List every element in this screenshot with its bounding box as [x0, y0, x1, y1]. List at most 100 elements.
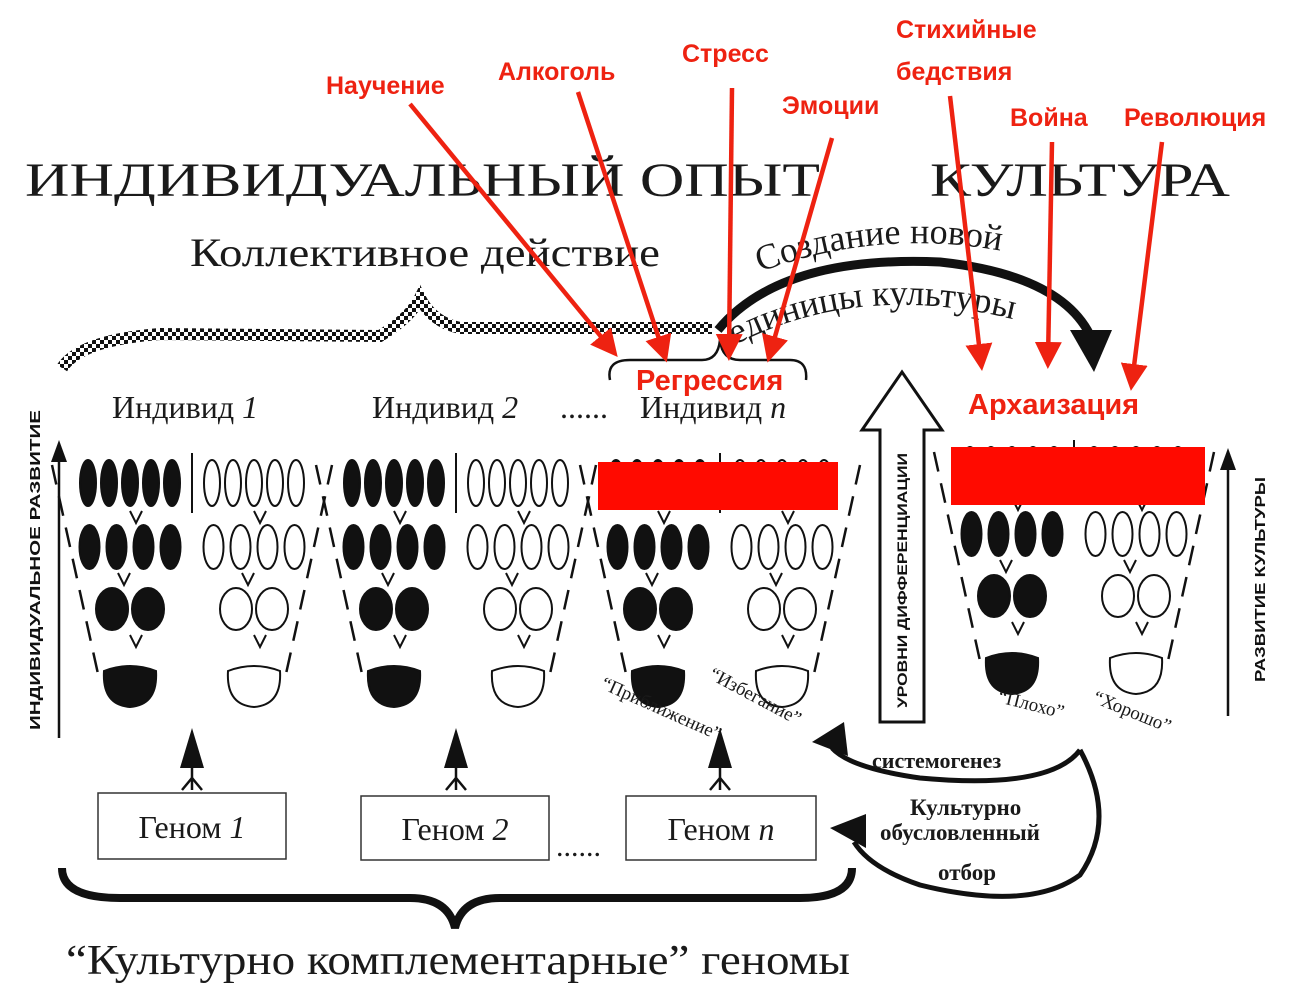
arrow-revolution [1120, 141, 1165, 391]
avoidance-node [219, 587, 253, 631]
approach-node [1013, 574, 1047, 618]
avoidance-node [1137, 574, 1171, 618]
complementary-genomes-label: “Культурно комплементарные” геномы [66, 938, 850, 984]
approach-node [977, 574, 1011, 618]
connector-mark [517, 634, 531, 650]
avoidance-node [1138, 511, 1161, 557]
arrow-war [1034, 141, 1062, 369]
approach-base-node [366, 665, 422, 709]
avoidance-node [519, 587, 553, 631]
approach-node [132, 524, 155, 570]
genomes-brace [58, 867, 856, 930]
connector-mark [505, 572, 519, 588]
genome-connectors [180, 728, 732, 791]
connector-mark [253, 634, 267, 650]
pyramid-edge [1164, 451, 1216, 671]
approach-node [960, 511, 983, 557]
approach-base-node [984, 652, 1040, 696]
selection-label-line2: обусловленный [880, 820, 1040, 845]
arrow-alcohol [575, 91, 672, 363]
state-archaization: Архаизация [968, 389, 1139, 421]
genome-link-arrow [180, 728, 204, 768]
factor-emotions: Эмоции [782, 92, 879, 120]
avoidance-node [245, 459, 263, 507]
differentiation-levels-arrow: УРОВНИ ДИФФЕРЕНЦИАЦИИ [859, 369, 945, 724]
avoidance-node [287, 459, 305, 507]
avoidance-node [784, 524, 807, 570]
selection-label-line1: Культурно [910, 795, 1021, 820]
connector-mark [241, 572, 255, 588]
connector-mark [1135, 621, 1149, 637]
approach-node [687, 524, 710, 570]
factor-disasters-line2: бедствия [896, 58, 1012, 86]
avoidance-node [509, 459, 527, 507]
differentiation-levels-label: УРОВНИ ДИФФЕРЕНЦИАЦИИ [894, 453, 910, 708]
genome-2-box: Геном 2 [360, 795, 550, 861]
avoidance-node [202, 524, 225, 570]
culture-development-axis: РАЗВИТИЕ КУЛЬТУРЫ [1220, 448, 1269, 716]
avoidance-node [1101, 574, 1135, 618]
connector-mark [999, 559, 1013, 575]
individual-1-label: Индивид 1 [112, 389, 258, 425]
individual-dots: ...... [560, 389, 608, 425]
selection-arrow-head [830, 814, 866, 848]
approach-node [131, 587, 165, 631]
pyramid-edge [932, 451, 984, 671]
avoidance-node [730, 524, 753, 570]
connector-mark [393, 634, 407, 650]
approach-node [159, 524, 182, 570]
approach-node [342, 524, 365, 570]
systemogenesis-label: системогенез [872, 748, 1001, 773]
new-culture-arrow-head [1070, 330, 1112, 372]
header-individual-experience: ИНДИВИДУАЛЬНЫЙ ОПЫТ [25, 154, 820, 207]
factor-revolution: Революция [1124, 104, 1266, 132]
genome-link-fork [709, 776, 731, 791]
avoidance-node [551, 459, 569, 507]
factor-arrows [408, 87, 1165, 391]
svg-text:Геном n: Геном n [667, 811, 774, 847]
connector-mark [769, 572, 783, 588]
approach-node [343, 459, 361, 507]
individual-2-structure [314, 453, 598, 709]
avoidance-node [467, 459, 485, 507]
individual-development-label: ИНДИВИДУАЛЬНОЕ РАЗВИТИЕ [27, 410, 44, 730]
header-culture: КУЛЬТУРА [930, 154, 1230, 207]
approach-node [100, 459, 118, 507]
individual-1-structure [50, 453, 334, 709]
avoidance-node [224, 459, 242, 507]
avoidance-node [493, 524, 516, 570]
connector-mark [129, 510, 143, 526]
avoidance-base-node [490, 665, 546, 709]
connector-mark [657, 510, 671, 526]
connector-mark [117, 572, 131, 588]
approach-node [1014, 511, 1037, 557]
approach-base-node [102, 665, 158, 709]
avoidance-node [256, 524, 279, 570]
pyramid-edge [810, 464, 862, 684]
connector-mark [381, 572, 395, 588]
connector-mark [517, 510, 531, 526]
avoidance-node [229, 524, 252, 570]
genome-dots: ...... [556, 830, 601, 863]
avoidance-base-node [1108, 652, 1164, 696]
approach-node [78, 524, 101, 570]
approach-node [406, 459, 424, 507]
systemogenesis-arrow-head [812, 722, 848, 756]
factor-learning: Научение [326, 72, 445, 100]
connector-mark [1011, 621, 1025, 637]
approach-node [659, 587, 693, 631]
avoidance-node [488, 459, 506, 507]
avoidance-node [783, 587, 817, 631]
approach-node [427, 459, 445, 507]
approach-node [105, 524, 128, 570]
approach-node [660, 524, 683, 570]
genome-link-fork [445, 776, 467, 791]
avoidance-node [1084, 511, 1107, 557]
avoidance-node [483, 587, 517, 631]
approach-node [79, 459, 97, 507]
factor-disasters-line1: Стихийные [896, 16, 1037, 44]
approach-base-node [630, 665, 686, 709]
avoidance-node [203, 459, 221, 507]
culture-development-label: РАЗВИТИЕ КУЛЬТУРЫ [1252, 477, 1269, 682]
